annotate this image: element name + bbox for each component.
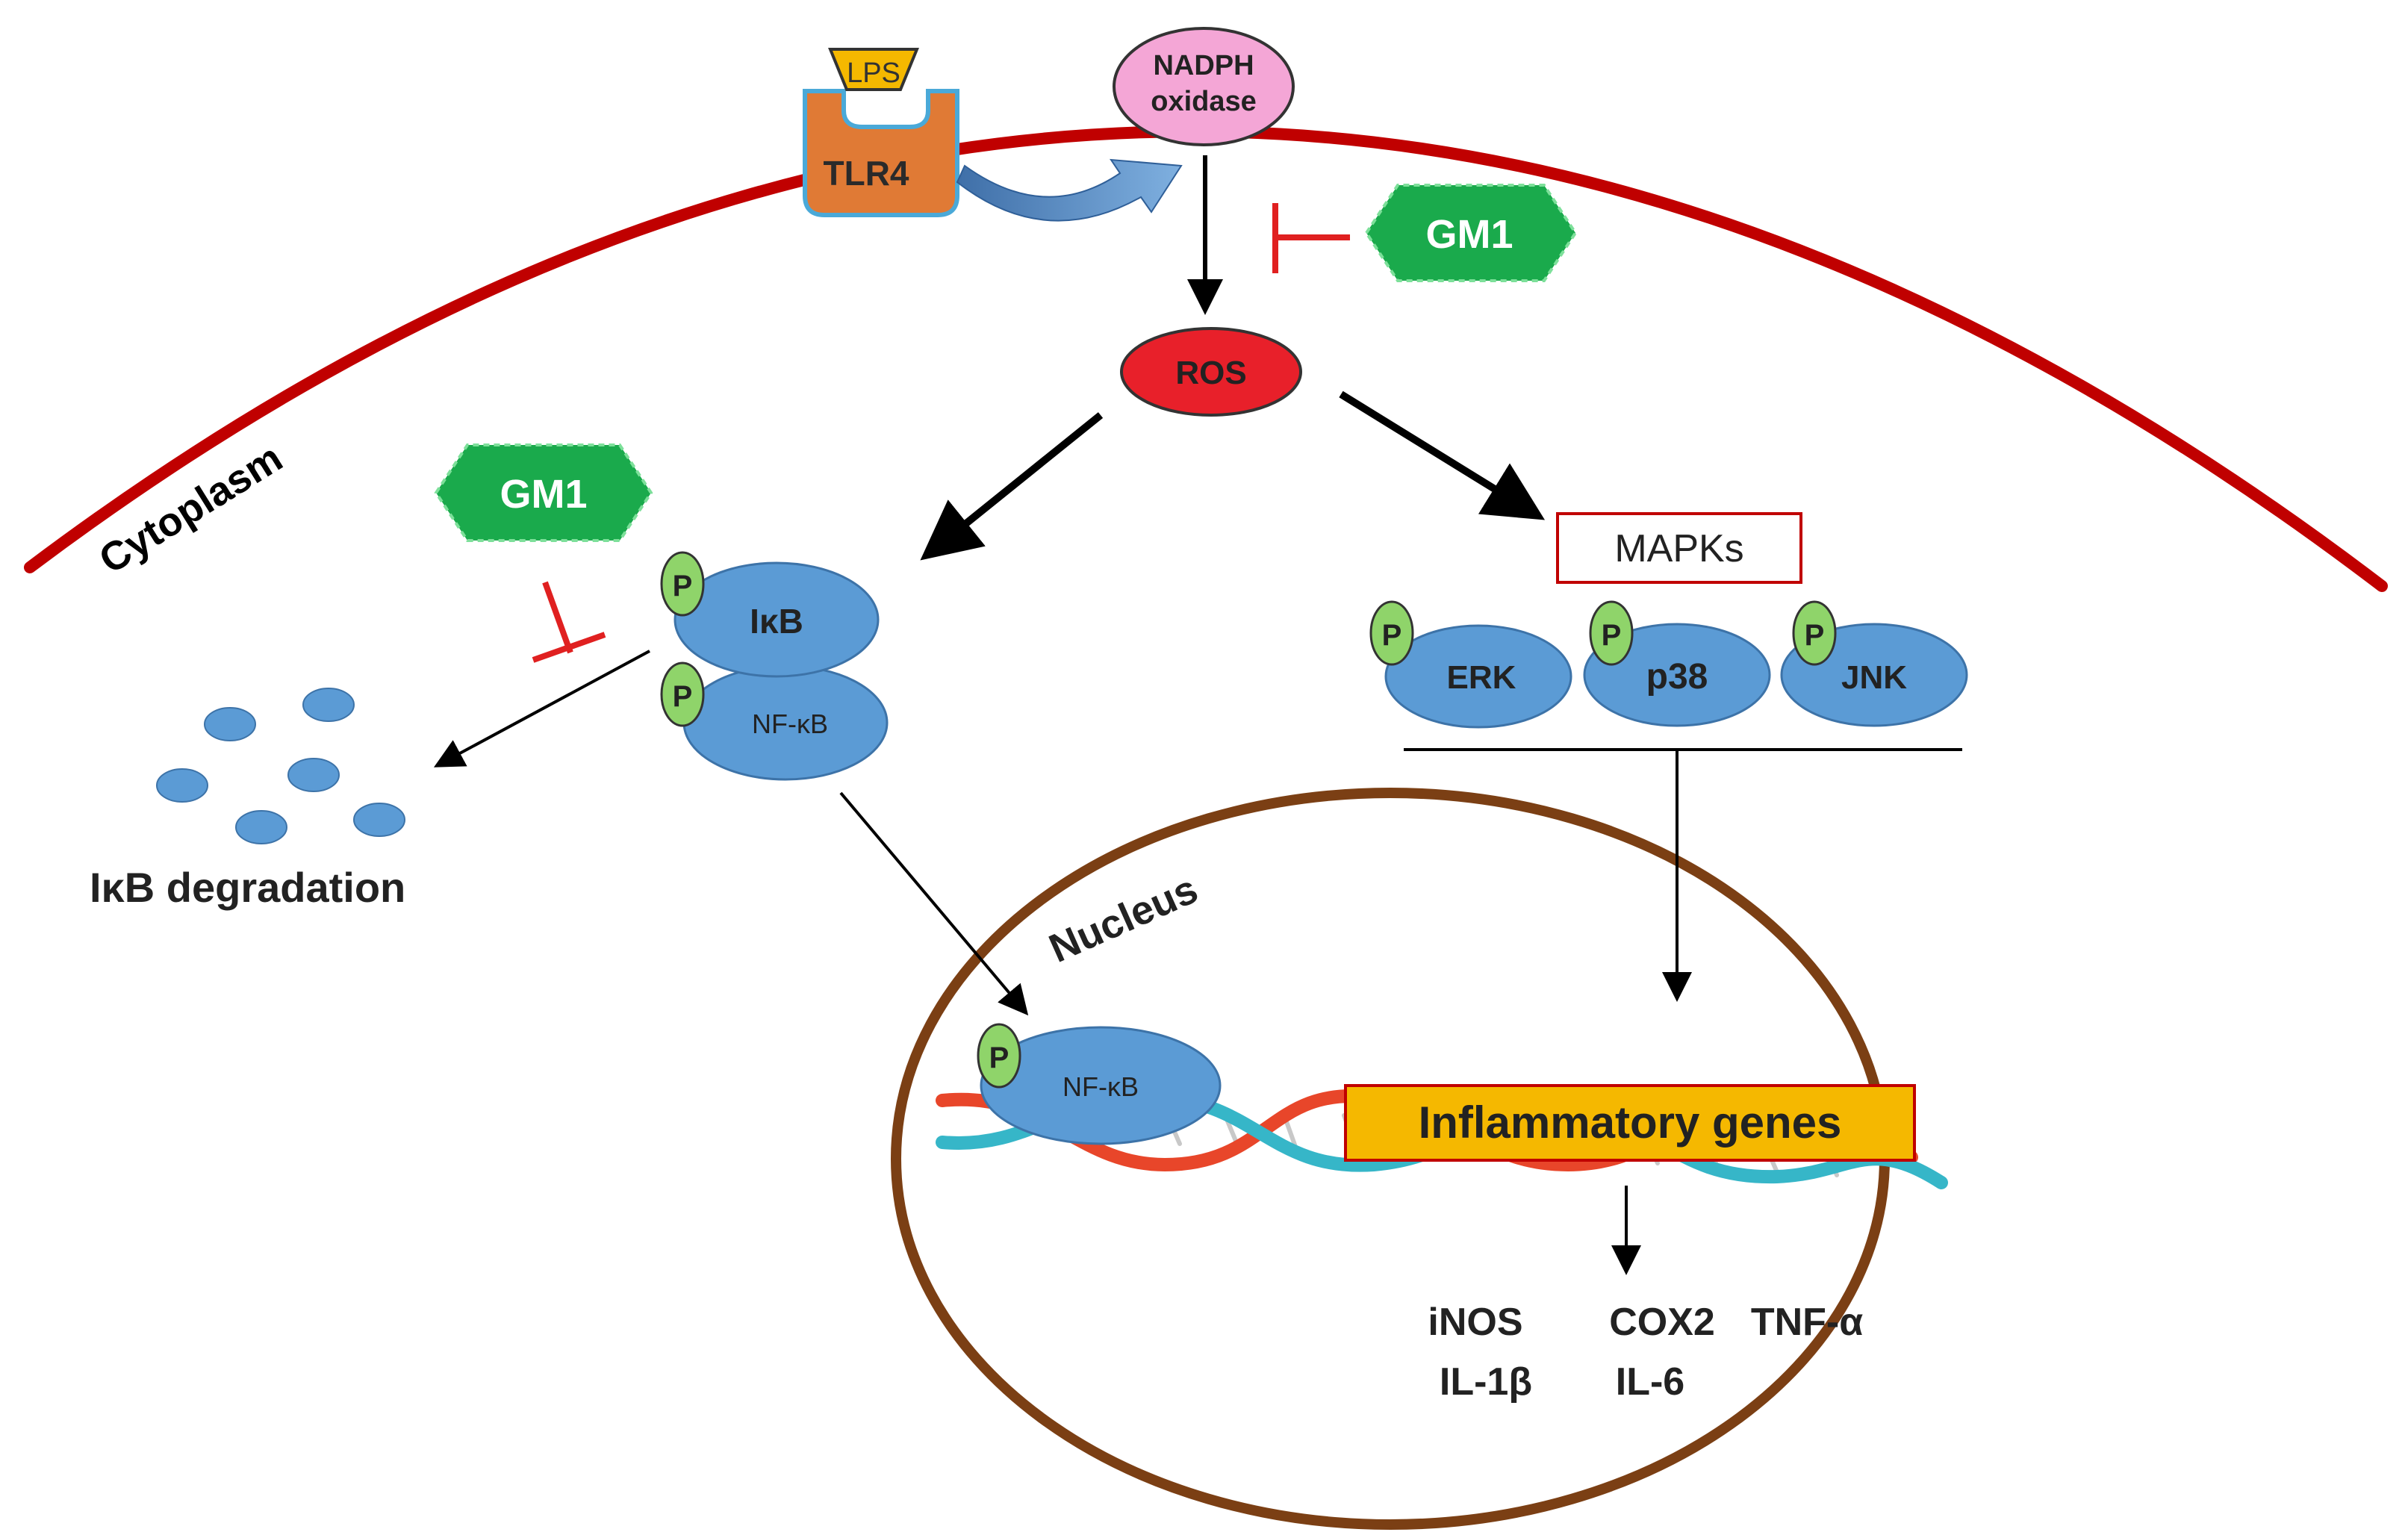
nfkb-cyto-phospho: P (660, 661, 705, 727)
ros-to-ikb-arrow (920, 412, 1104, 561)
ikb-degradation-label: IκB degradation (90, 864, 405, 911)
lps-label: LPS (847, 57, 900, 89)
mapks-label: MAPKs (1614, 527, 1743, 570)
inflammatory-genes-label: Inflammatory genes (1419, 1098, 1842, 1148)
ros-to-mapks-arrow (1339, 390, 1546, 520)
ikb-phospho: P (660, 551, 705, 617)
nfkb-cyto-label: NF-κB (752, 709, 828, 739)
product-cox2: COX2 (1609, 1301, 1715, 1344)
gm1-left-label: GM1 (500, 472, 587, 517)
jnk-label: JNK (1841, 659, 1907, 696)
svg-text:P: P (1602, 619, 1622, 652)
product-il6: IL-6 (1616, 1360, 1684, 1404)
ikb-nfkb-complex: NF-κB IκB P P (660, 551, 889, 781)
nfkb-nucleus: NF-κB P (977, 1023, 1222, 1145)
svg-text:P: P (673, 570, 693, 603)
nfkb-to-nucleus-arrow (839, 791, 1029, 1016)
mapks-box: MAPKs (1556, 512, 1802, 584)
tlr4-receptor: TLR4 (803, 89, 959, 217)
p38-label: p38 (1646, 657, 1708, 697)
erk-label: ERK (1447, 659, 1516, 696)
gm1-top-label: GM1 (1425, 212, 1513, 257)
ros-node: ROS (1120, 327, 1302, 417)
gm1-top-badge: GM1 (1364, 184, 1578, 282)
nadph-label-line1: NADPH (1153, 50, 1254, 81)
nadph-label-line2: oxidase (1151, 86, 1257, 117)
product-il1b: IL-1β (1440, 1360, 1532, 1404)
jnk-protein: JNK P (1780, 600, 1968, 727)
svg-text:P: P (989, 1042, 1009, 1074)
p38-protein: p38 P (1583, 600, 1771, 727)
gm1-top-inhibitor (1272, 203, 1350, 273)
lps-molecule: LPS (828, 48, 919, 91)
svg-text:P: P (1382, 619, 1402, 652)
tlr4-label: TLR4 (824, 154, 909, 193)
ikb-ellipse (673, 561, 880, 678)
inflammatory-products: iNOS COX2 TNF-α IL-1β IL-6 (1428, 1301, 1863, 1404)
product-inos: iNOS (1428, 1301, 1522, 1344)
product-tnfa: TNF-α (1751, 1301, 1863, 1344)
ikb-fragments (156, 688, 405, 844)
gm1-left-badge: GM1 (434, 443, 653, 542)
nadph-oxidase: NADPH oxidase (1113, 27, 1295, 146)
inflammatory-genes-box: Inflammatory genes (1344, 1084, 1916, 1162)
nfkb-nucleus-label: NF-κB (1063, 1071, 1139, 1102)
gm1-left-inhibitor (532, 581, 606, 663)
ikb-label: IκB (750, 602, 803, 641)
tlr4-to-nadph-arrow (956, 158, 1183, 222)
svg-text:P: P (1805, 619, 1825, 652)
erk-protein: ERK P (1369, 600, 1572, 729)
ikb-to-degradation-arrow (433, 650, 650, 768)
svg-text:P: P (673, 680, 693, 713)
ros-label: ROS (1175, 355, 1246, 391)
